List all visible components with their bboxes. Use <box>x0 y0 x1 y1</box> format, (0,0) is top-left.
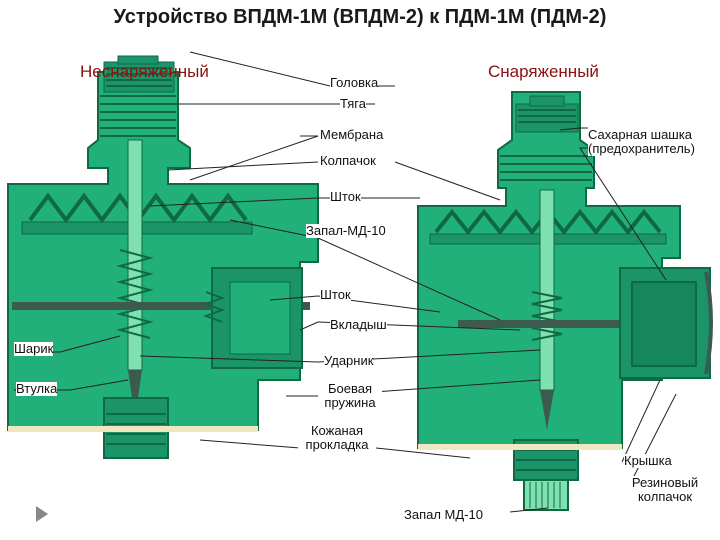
label-zapal-md10: Запал-МД-10 <box>306 223 386 238</box>
page-title: Устройство ВПДМ-1М (ВПДМ-2) к ПДМ-1М (ПД… <box>113 6 607 28</box>
bottom-fuse <box>523 479 569 511</box>
label-kolpachok: Колпачок <box>320 153 376 168</box>
left-body <box>7 71 319 431</box>
arrow-right-icon[interactable] <box>36 506 48 522</box>
label-rezinovy-line2: колпачок <box>637 489 693 504</box>
sugar-block <box>631 281 697 367</box>
label-sakharnaya-line1: Сахарная шашка <box>588 127 692 142</box>
left-rod <box>12 302 310 310</box>
left-cap-threads <box>106 67 172 87</box>
label-kryshka: Крышка <box>624 453 672 468</box>
label-sharik: Шарик <box>14 341 54 356</box>
label-boevaya-line2: пружина <box>324 395 376 410</box>
right-device <box>417 91 713 511</box>
label-zapal-bottom: Запал МД-10 <box>404 507 483 522</box>
label-shtok-mid: Шток <box>320 287 351 302</box>
label-membrana: Мембрана <box>320 127 384 142</box>
left-device <box>7 55 319 459</box>
label-tyaga: Тяга <box>340 96 366 111</box>
label-kozhanaya-line1: Кожаная <box>310 423 364 438</box>
label-vtulka: Втулка <box>16 381 58 396</box>
label-rezinovy-line1: Резиновый <box>631 475 699 490</box>
label-kozhanaya-line2: прокладка <box>305 437 369 452</box>
label-sakharnaya-line2: (предохранитель) <box>588 141 695 156</box>
label-rezinovy-kolpachok: Резиновый колпачок <box>626 476 704 504</box>
label-vkladysh: Вкладыш <box>330 317 387 332</box>
right-rod <box>458 320 628 328</box>
label-boevaya-pruzhina: Боевая пружина <box>318 382 382 410</box>
left-neck-threads <box>100 95 176 137</box>
label-kozhanaya-prokladka: Кожаная прокладка <box>298 424 376 452</box>
label-shtok-top: Шток <box>330 189 361 204</box>
right-stem <box>539 189 555 391</box>
left-spring <box>116 249 154 339</box>
state-unarmed: Неснаряженный <box>80 62 209 81</box>
state-armed: Снаряженный <box>488 62 599 81</box>
label-udarnik: Ударник <box>324 353 374 368</box>
right-spring <box>531 291 563 341</box>
label-sakharnaya-shashka: Сахарная шашка (предохранитель) <box>588 128 695 156</box>
right-cap <box>515 103 579 133</box>
label-golovka: Головка <box>330 75 379 90</box>
label-boevaya-line1: Боевая <box>327 381 373 396</box>
